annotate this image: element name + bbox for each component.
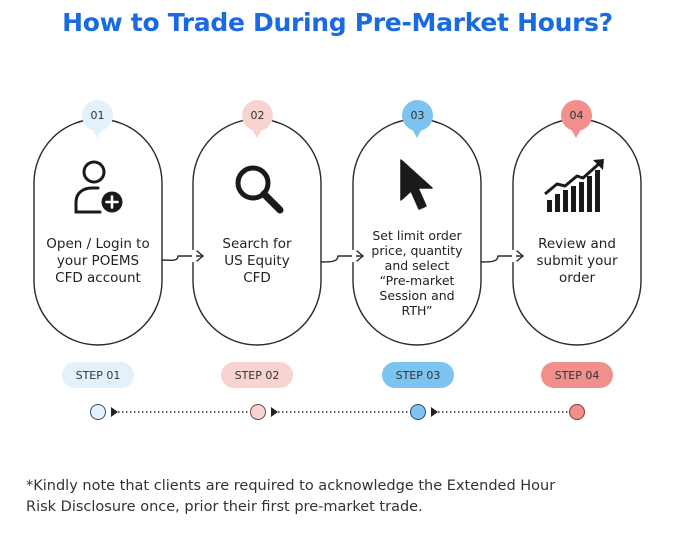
user-add-icon [74,160,123,214]
step-03-label: STEP 03 [382,362,454,388]
step-04-badge: 04 [561,100,592,138]
bar-chart-growth-icon [544,159,604,212]
connector-1-2 [161,255,204,262]
page-title: How to Trade During Pre-Market Hours? [62,8,613,37]
cursor-icon [400,159,433,210]
step-02-label: STEP 02 [221,362,293,388]
connector-3-4 [480,255,524,263]
timeline-dot-02 [250,404,266,420]
step-04-description: Review and submit your order [536,236,618,286]
disclosure-note: *Kindly note that clients are required t… [26,478,556,515]
step-01-badge: 01 [82,100,113,138]
step-03-badge: 03 [402,100,433,138]
step-04-label: STEP 04 [541,362,613,388]
step-03-description: Set limit order price, quantity and sele… [371,228,463,318]
timeline-dot-01 [90,404,106,420]
step-02-description: Search for US Equity CFD [222,236,292,286]
search-icon [235,165,284,214]
step-01-label: STEP 01 [62,362,134,388]
timeline-dot-03 [410,404,426,420]
step-02-badge: 02 [242,100,273,138]
timeline-dot-04 [569,404,585,420]
step-01-description: Open / Login to your POEMS CFD account [46,236,150,286]
connector-2-3 [320,255,364,263]
